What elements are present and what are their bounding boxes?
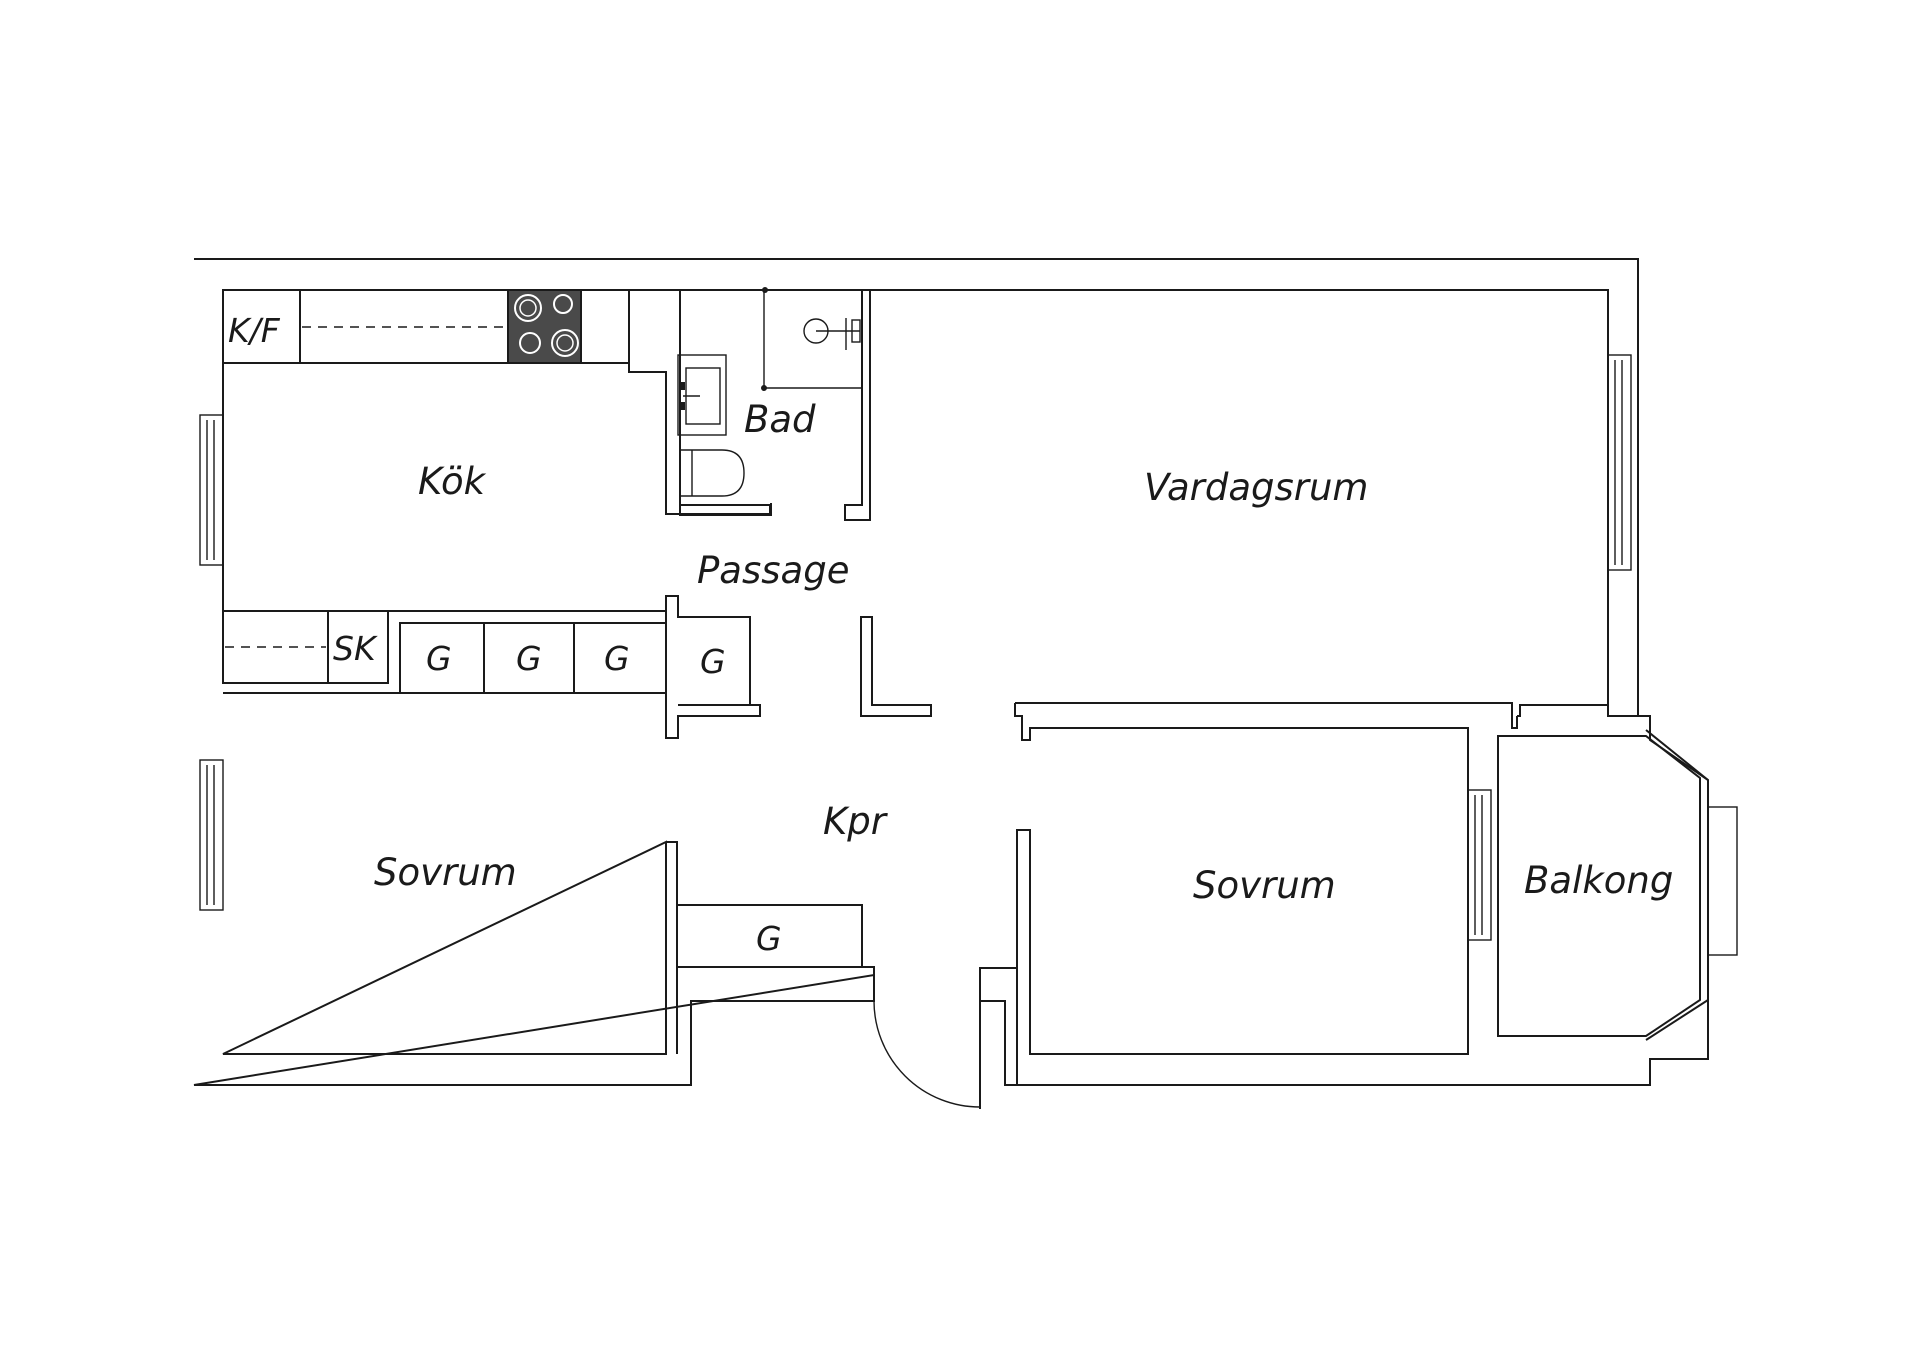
label-wardrobe-4: G bbox=[700, 642, 726, 681]
label-wardrobe-1: G bbox=[426, 639, 452, 678]
window-bedroom-left bbox=[199, 759, 224, 911]
labels: K/F Kök Bad Vardagsrum Passage SK G G G … bbox=[228, 311, 1673, 958]
hall-wardrobe bbox=[676, 904, 875, 1001]
label-sovrum-left: Sovrum bbox=[374, 851, 517, 894]
label-kok: Kök bbox=[418, 460, 487, 503]
bedroom-right bbox=[1016, 727, 1492, 1055]
label-wardrobe-5: G bbox=[756, 919, 782, 958]
balcony-railing bbox=[1707, 806, 1738, 956]
label-vardagsrum: Vardagsrum bbox=[1144, 466, 1368, 509]
label-balkong: Balkong bbox=[1524, 859, 1673, 902]
label-wardrobe-3: G bbox=[604, 639, 630, 678]
label-kf: K/F bbox=[228, 311, 281, 350]
label-passage: Passage bbox=[697, 549, 849, 592]
label-sk: SK bbox=[333, 629, 378, 668]
living-room bbox=[870, 289, 1638, 717]
entrance-door-icon bbox=[873, 967, 1018, 1109]
passage-walls bbox=[399, 595, 1518, 1055]
window-bedroom-right bbox=[1467, 789, 1492, 941]
kitchen bbox=[199, 289, 667, 684]
bedroom-left bbox=[199, 692, 678, 1055]
label-wardrobe-2: G bbox=[516, 639, 542, 678]
window-living bbox=[1607, 354, 1632, 571]
toilet-icon bbox=[680, 449, 745, 497]
shower-icon bbox=[761, 287, 862, 391]
stove-icon bbox=[507, 289, 582, 364]
label-kpr: Kpr bbox=[823, 800, 889, 843]
balcony bbox=[1497, 729, 1738, 1041]
window-kitchen bbox=[199, 414, 224, 566]
sink-icon bbox=[677, 354, 727, 436]
outer-walls bbox=[193, 258, 1709, 1109]
label-sovrum-right: Sovrum bbox=[1193, 864, 1336, 907]
label-bad: Bad bbox=[744, 398, 816, 441]
